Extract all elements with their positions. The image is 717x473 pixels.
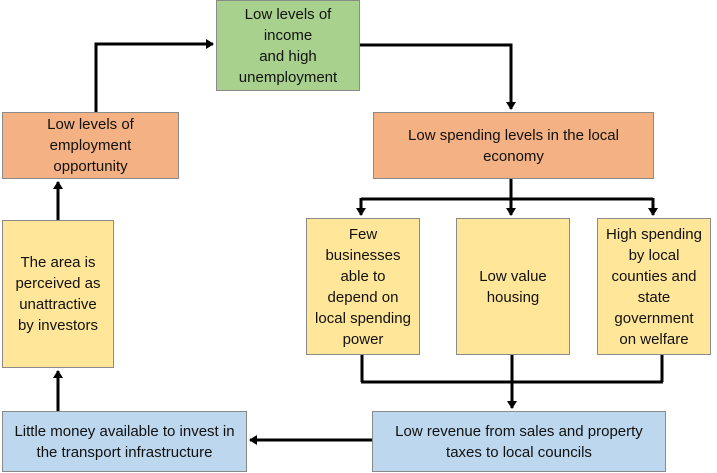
node-low-spending: Low spending levels in the local economy — [373, 112, 654, 179]
node-low-value-housing: Low value housing — [456, 218, 570, 355]
node-low-revenue: Low revenue from sales and property taxe… — [372, 411, 666, 472]
node-little-money: Little money available to invest in the … — [2, 411, 247, 472]
arrow-income-to-spending — [360, 43, 516, 110]
node-high-spending-welfare: High spending by local counties and stat… — [597, 218, 711, 355]
arrow-employment-to-income — [94, 39, 214, 112]
node-low-income: Low levels of income and high unemployme… — [216, 0, 360, 91]
node-few-businesses: Few businesses able to depend on local s… — [306, 218, 420, 355]
node-low-employment: Low levels of employment opportunity — [2, 112, 179, 179]
node-unattractive-area: The area is perceived as unattractive by… — [2, 220, 114, 368]
